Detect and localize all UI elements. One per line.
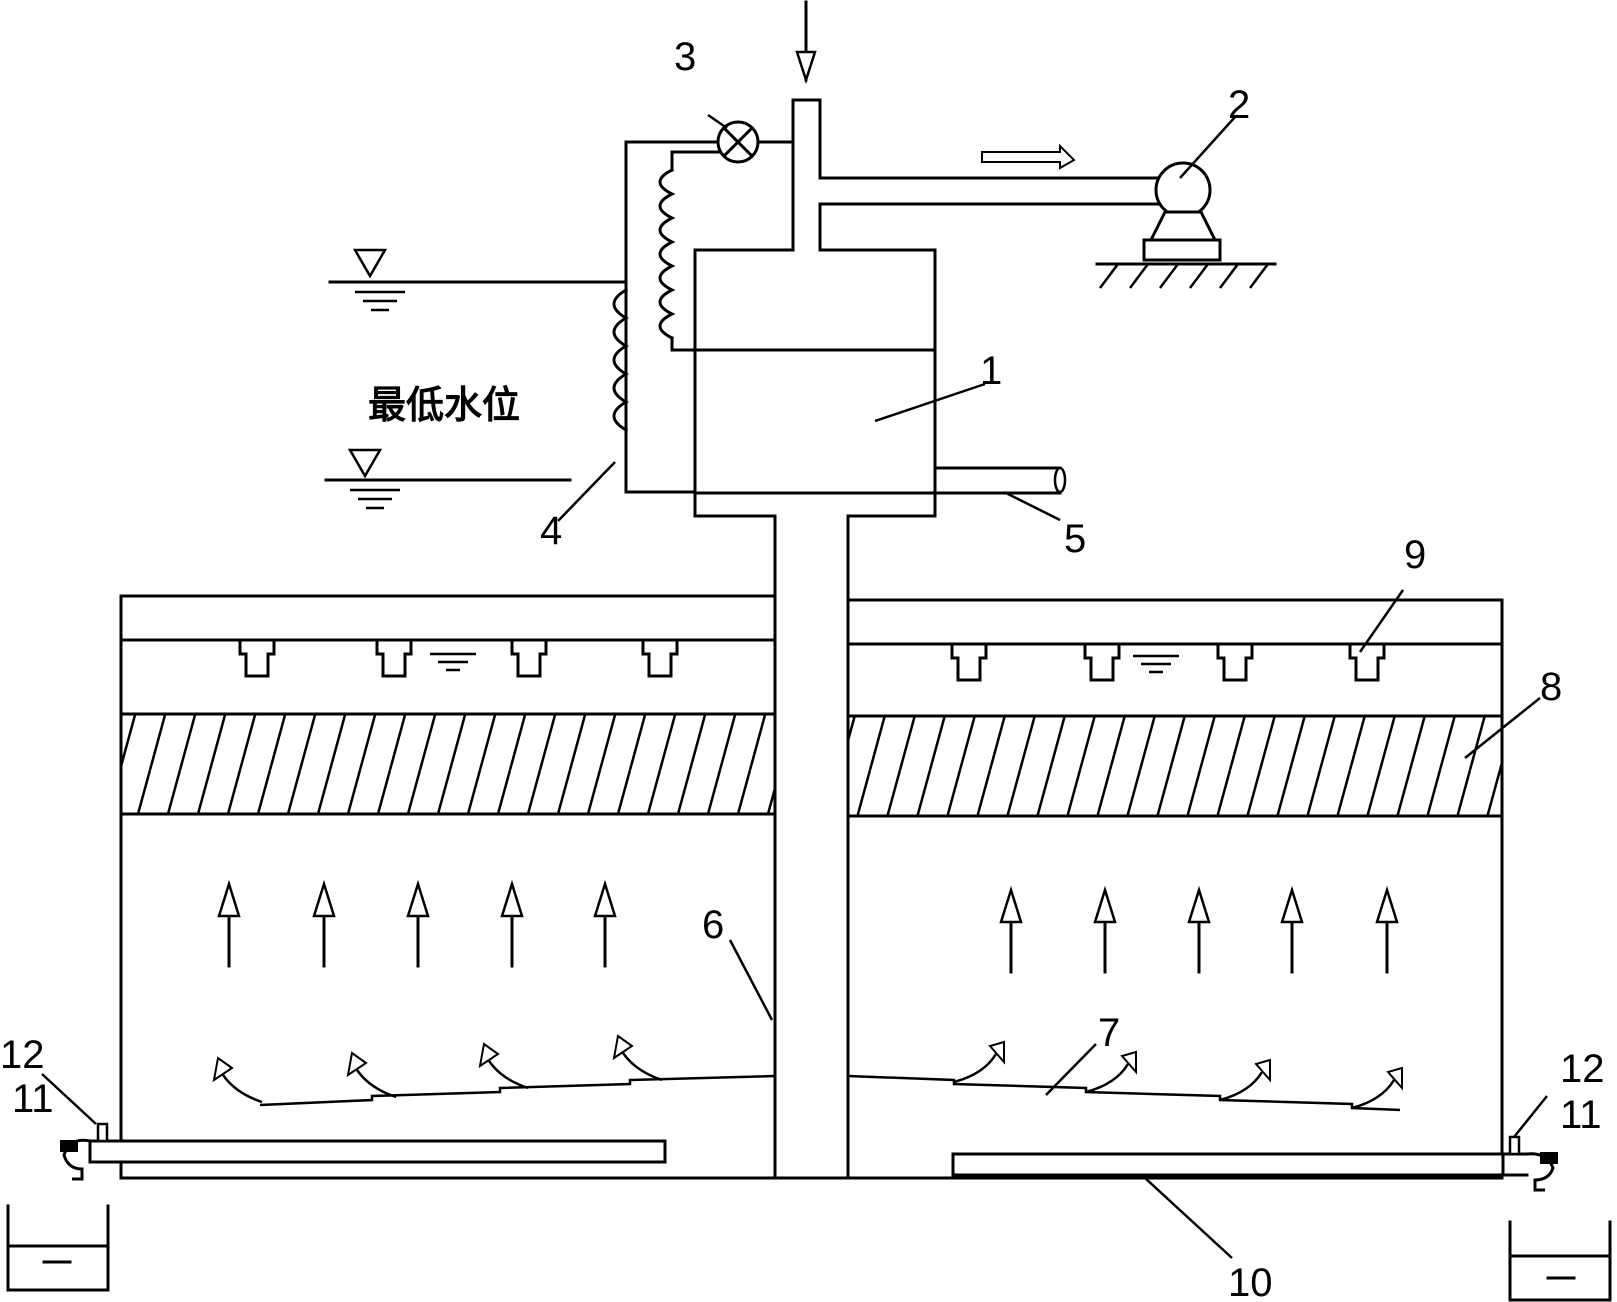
- label-1: 1: [980, 349, 1002, 393]
- upflow-arrow: [500, 879, 524, 968]
- bucket-right: [1508, 1220, 1612, 1302]
- upflow-arrow: [1187, 885, 1211, 974]
- overflow-pipe: [933, 466, 1067, 495]
- left-chamber: [119, 594, 777, 1180]
- upflow-arrow: [406, 879, 430, 968]
- label-11-right: 11: [1560, 1093, 1602, 1137]
- low-water-level: [324, 448, 572, 510]
- sludge-pipe-right: [951, 1152, 1529, 1177]
- label-10: 10: [1228, 1261, 1273, 1302]
- siphon-tank: [693, 248, 937, 518]
- label-5: 5: [1064, 517, 1086, 561]
- sludge-valve-left: [60, 1122, 109, 1181]
- label-4: 4: [540, 509, 562, 553]
- pump-pipe: [818, 143, 1160, 206]
- bellows-inner: [624, 140, 720, 494]
- water-level-text: 最低水位: [368, 383, 520, 427]
- bucket-left: [6, 1204, 110, 1292]
- sludge-valve-right: [1508, 1135, 1558, 1192]
- troughs-right: [950, 642, 1386, 682]
- upflow-arrow: [1375, 885, 1399, 974]
- upflow-arrow: [999, 885, 1023, 974]
- pump: [1095, 161, 1277, 289]
- upflow-arrow: [312, 879, 336, 968]
- label-6: 6: [702, 903, 724, 947]
- label-9: 9: [1404, 533, 1426, 577]
- inlet-arrow: [795, 0, 817, 85]
- upflow-arrow: [593, 879, 617, 968]
- right-chamber: [846, 598, 1504, 1180]
- upflow-arrow: [217, 879, 241, 968]
- ground-hatch: [1099, 263, 1269, 289]
- sludge-pipe-left: [88, 1139, 667, 1164]
- upflow-arrows-left: [217, 879, 617, 968]
- distribution-pipe-left: [212, 1034, 776, 1107]
- upflow-arrow: [1280, 885, 1304, 974]
- central-pipe: [773, 514, 850, 1180]
- upflow-arrow: [1093, 885, 1117, 974]
- label-8: 8: [1540, 665, 1562, 709]
- upflow-arrows-right: [999, 885, 1399, 974]
- control-valve: [716, 120, 795, 164]
- bellows-outer: [612, 287, 629, 433]
- label-12-left: 12: [0, 1033, 45, 1077]
- label-3: 3: [674, 35, 696, 79]
- distribution-pipe-right: [847, 1040, 1403, 1112]
- inlet-pipe: [791, 98, 822, 252]
- leader-lines: [41, 113, 1548, 1259]
- label-12-right: 12: [1560, 1047, 1605, 1091]
- label-7: 7: [1098, 1011, 1120, 1055]
- label-2: 2: [1228, 83, 1250, 127]
- high-water-level: [328, 248, 628, 312]
- troughs-left: [238, 638, 679, 678]
- label-11-left: 11: [12, 1077, 54, 1121]
